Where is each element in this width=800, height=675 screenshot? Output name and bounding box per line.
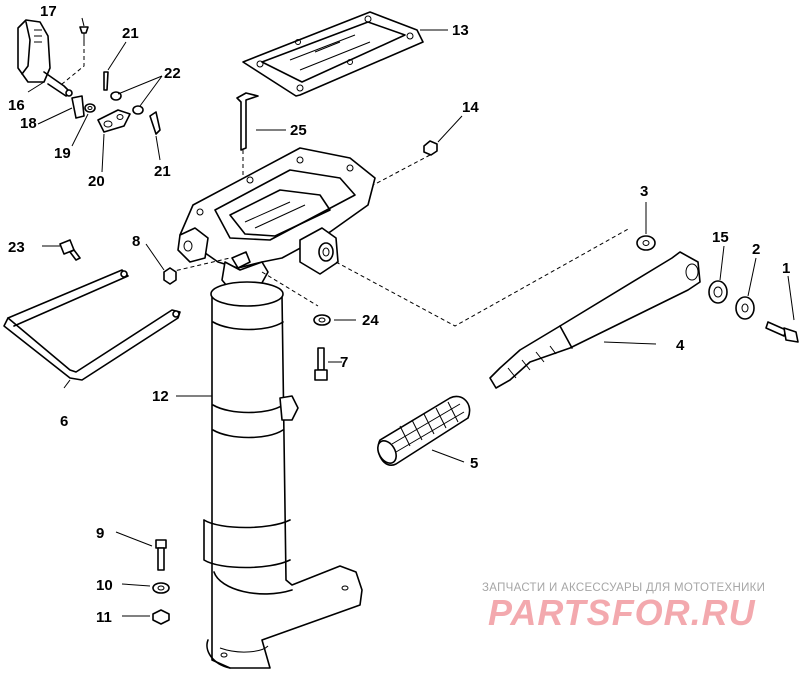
part-24-nut bbox=[313, 314, 331, 326]
part-11-nut bbox=[152, 609, 170, 625]
part-10-washer bbox=[152, 582, 170, 594]
alignment-line-24 bbox=[261, 271, 319, 307]
label-3: 3 bbox=[640, 183, 648, 200]
part-5-grip bbox=[377, 395, 471, 466]
part-4-tiller-arm bbox=[489, 251, 701, 389]
label-18: 18 bbox=[20, 115, 37, 132]
label-2: 2 bbox=[752, 241, 760, 258]
alignment-line-4 bbox=[335, 227, 631, 327]
part-21-pin-upper bbox=[103, 71, 109, 91]
label-6: 6 bbox=[60, 413, 68, 430]
watermark-subtitle: ЗАПЧАСТИ И АКСЕССУАРЫ ДЛЯ МОТОТЕХНИКИ bbox=[482, 582, 766, 594]
label-13: 13 bbox=[452, 22, 469, 39]
alignment-line-8 bbox=[169, 257, 231, 273]
part-9-bolt bbox=[155, 539, 167, 571]
label-11: 11 bbox=[96, 609, 112, 626]
part-16-lever bbox=[17, 19, 73, 97]
part-25-pin bbox=[236, 92, 259, 178]
part-2-washer bbox=[735, 296, 755, 320]
label-10: 10 bbox=[96, 577, 113, 594]
label-17: 17 bbox=[40, 3, 57, 20]
label-21-upper: 21 bbox=[122, 25, 139, 42]
part-6-bracket bbox=[3, 269, 181, 381]
part-19-washer bbox=[84, 103, 96, 113]
label-22: 22 bbox=[164, 65, 181, 82]
part-23-bolt bbox=[59, 239, 81, 261]
part-14-nut bbox=[423, 140, 438, 156]
label-12: 12 bbox=[152, 388, 169, 405]
part-18-link bbox=[71, 95, 85, 119]
label-9: 9 bbox=[96, 525, 104, 542]
label-15: 15 bbox=[712, 229, 729, 246]
part-12-housing-head bbox=[177, 147, 376, 293]
label-25: 25 bbox=[290, 122, 307, 139]
part-13-gasket bbox=[242, 11, 424, 97]
watermark-logo: PARTSFOR.RU bbox=[488, 592, 756, 633]
part-7-bolt bbox=[314, 347, 328, 381]
label-23: 23 bbox=[8, 239, 25, 256]
label-20: 20 bbox=[88, 173, 105, 190]
label-16: 16 bbox=[8, 97, 25, 114]
part-17-screw bbox=[61, 26, 89, 85]
part-3-washer bbox=[636, 235, 656, 251]
label-7: 7 bbox=[340, 354, 348, 371]
part-labels: 13 17 21 22 16 18 19 20 21 25 14 3 15 2 … bbox=[8, 3, 790, 626]
label-4: 4 bbox=[676, 337, 685, 354]
label-24: 24 bbox=[362, 312, 379, 329]
part-20-bracket bbox=[97, 109, 131, 133]
part-21-cotter-lower bbox=[149, 111, 161, 135]
label-19: 19 bbox=[54, 145, 71, 162]
part-8-nut bbox=[163, 267, 177, 285]
part-1-bolt bbox=[765, 321, 799, 343]
part-15-bushing bbox=[708, 280, 728, 304]
leader-lines bbox=[27, 17, 795, 617]
label-8: 8 bbox=[132, 233, 140, 250]
label-1: 1 bbox=[782, 260, 790, 277]
label-5: 5 bbox=[470, 455, 478, 472]
label-21-lower: 21 bbox=[154, 163, 171, 180]
part-12-housing-tube bbox=[203, 281, 363, 669]
label-14: 14 bbox=[462, 99, 479, 116]
